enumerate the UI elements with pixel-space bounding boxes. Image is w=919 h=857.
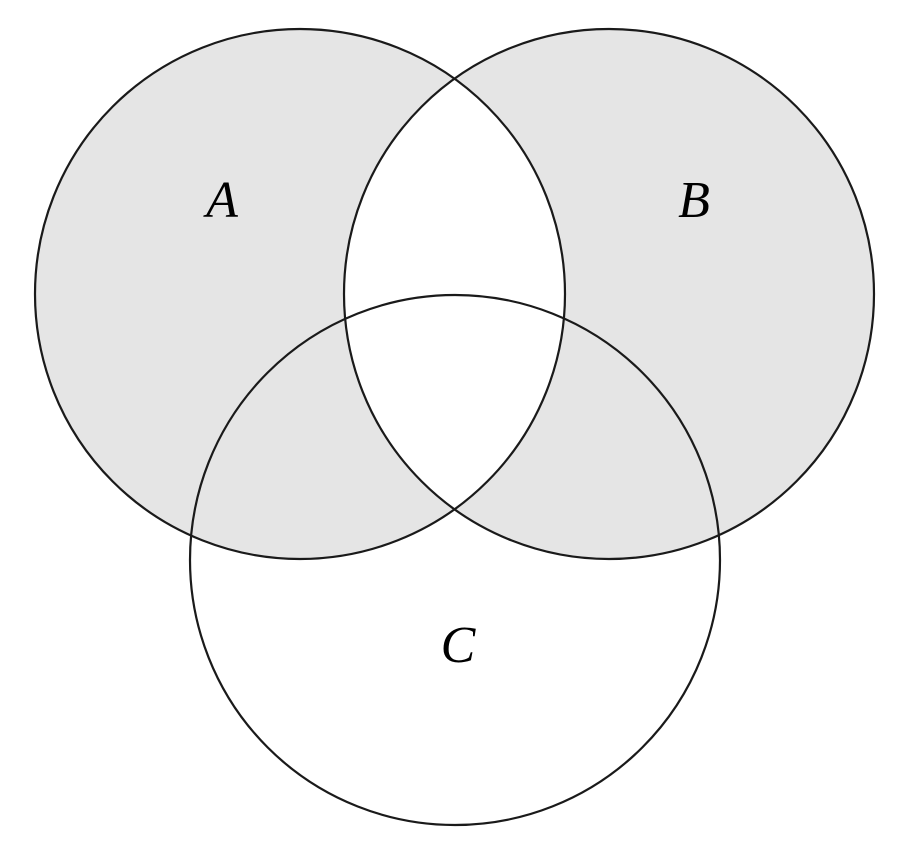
- set-label-a: A: [203, 172, 238, 229]
- circle-a-outline: [33, 27, 567, 561]
- set-label-c: C: [441, 617, 477, 674]
- circle-b-outline: [342, 27, 876, 561]
- set-label-b: B: [678, 172, 710, 229]
- circle-c-outline: [188, 293, 722, 827]
